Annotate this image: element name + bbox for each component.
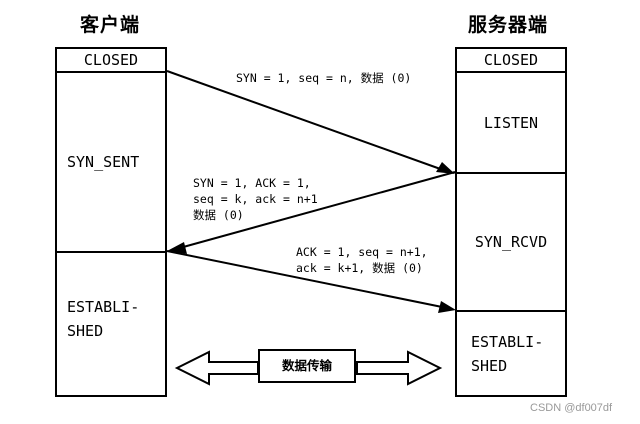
data-transfer-right-arrow <box>356 350 443 386</box>
ack-message-label: ACK = 1, seq = n+1, ack = k+1, 数据 (0) <box>296 245 428 275</box>
server-title: 服务器端 <box>468 14 549 36</box>
data-transfer-left-arrow <box>174 350 259 386</box>
server-state-syn-rcvd: SYN_RCVD <box>457 174 565 312</box>
syn-message-label: SYN = 1, seq = n, 数据 (0) <box>236 71 412 85</box>
ack-arrowhead <box>438 301 456 313</box>
client-state-column: CLOSED SYN_SENT ESTABLI- SHED <box>55 47 167 397</box>
server-state-established: ESTABLI- SHED <box>471 332 544 375</box>
watermark: CSDN @df007df <box>530 402 613 414</box>
server-state-closed: CLOSED <box>457 49 565 73</box>
data-transfer-label: 数据传输 <box>281 358 332 373</box>
syn-ack-message-label: SYN = 1, ACK = 1, seq = k, ack = n+1 数据 … <box>193 176 318 222</box>
client-state-closed: CLOSED <box>57 49 165 73</box>
client-state-established: ESTABLI- SHED <box>67 298 140 340</box>
syn-ack-arrow-line <box>175 171 456 250</box>
syn-arrowhead <box>436 162 455 174</box>
server-state-column: CLOSED LISTEN SYN_RCVD ESTABLI- SHED <box>455 47 567 397</box>
data-transfer-box <box>258 349 356 383</box>
syn-arrow-line <box>166 70 447 172</box>
client-title: 客户端 <box>80 14 141 36</box>
server-state-listen: LISTEN <box>457 73 565 174</box>
client-state-syn-sent: SYN_SENT <box>57 73 165 253</box>
ack-arrow-line <box>166 250 448 309</box>
